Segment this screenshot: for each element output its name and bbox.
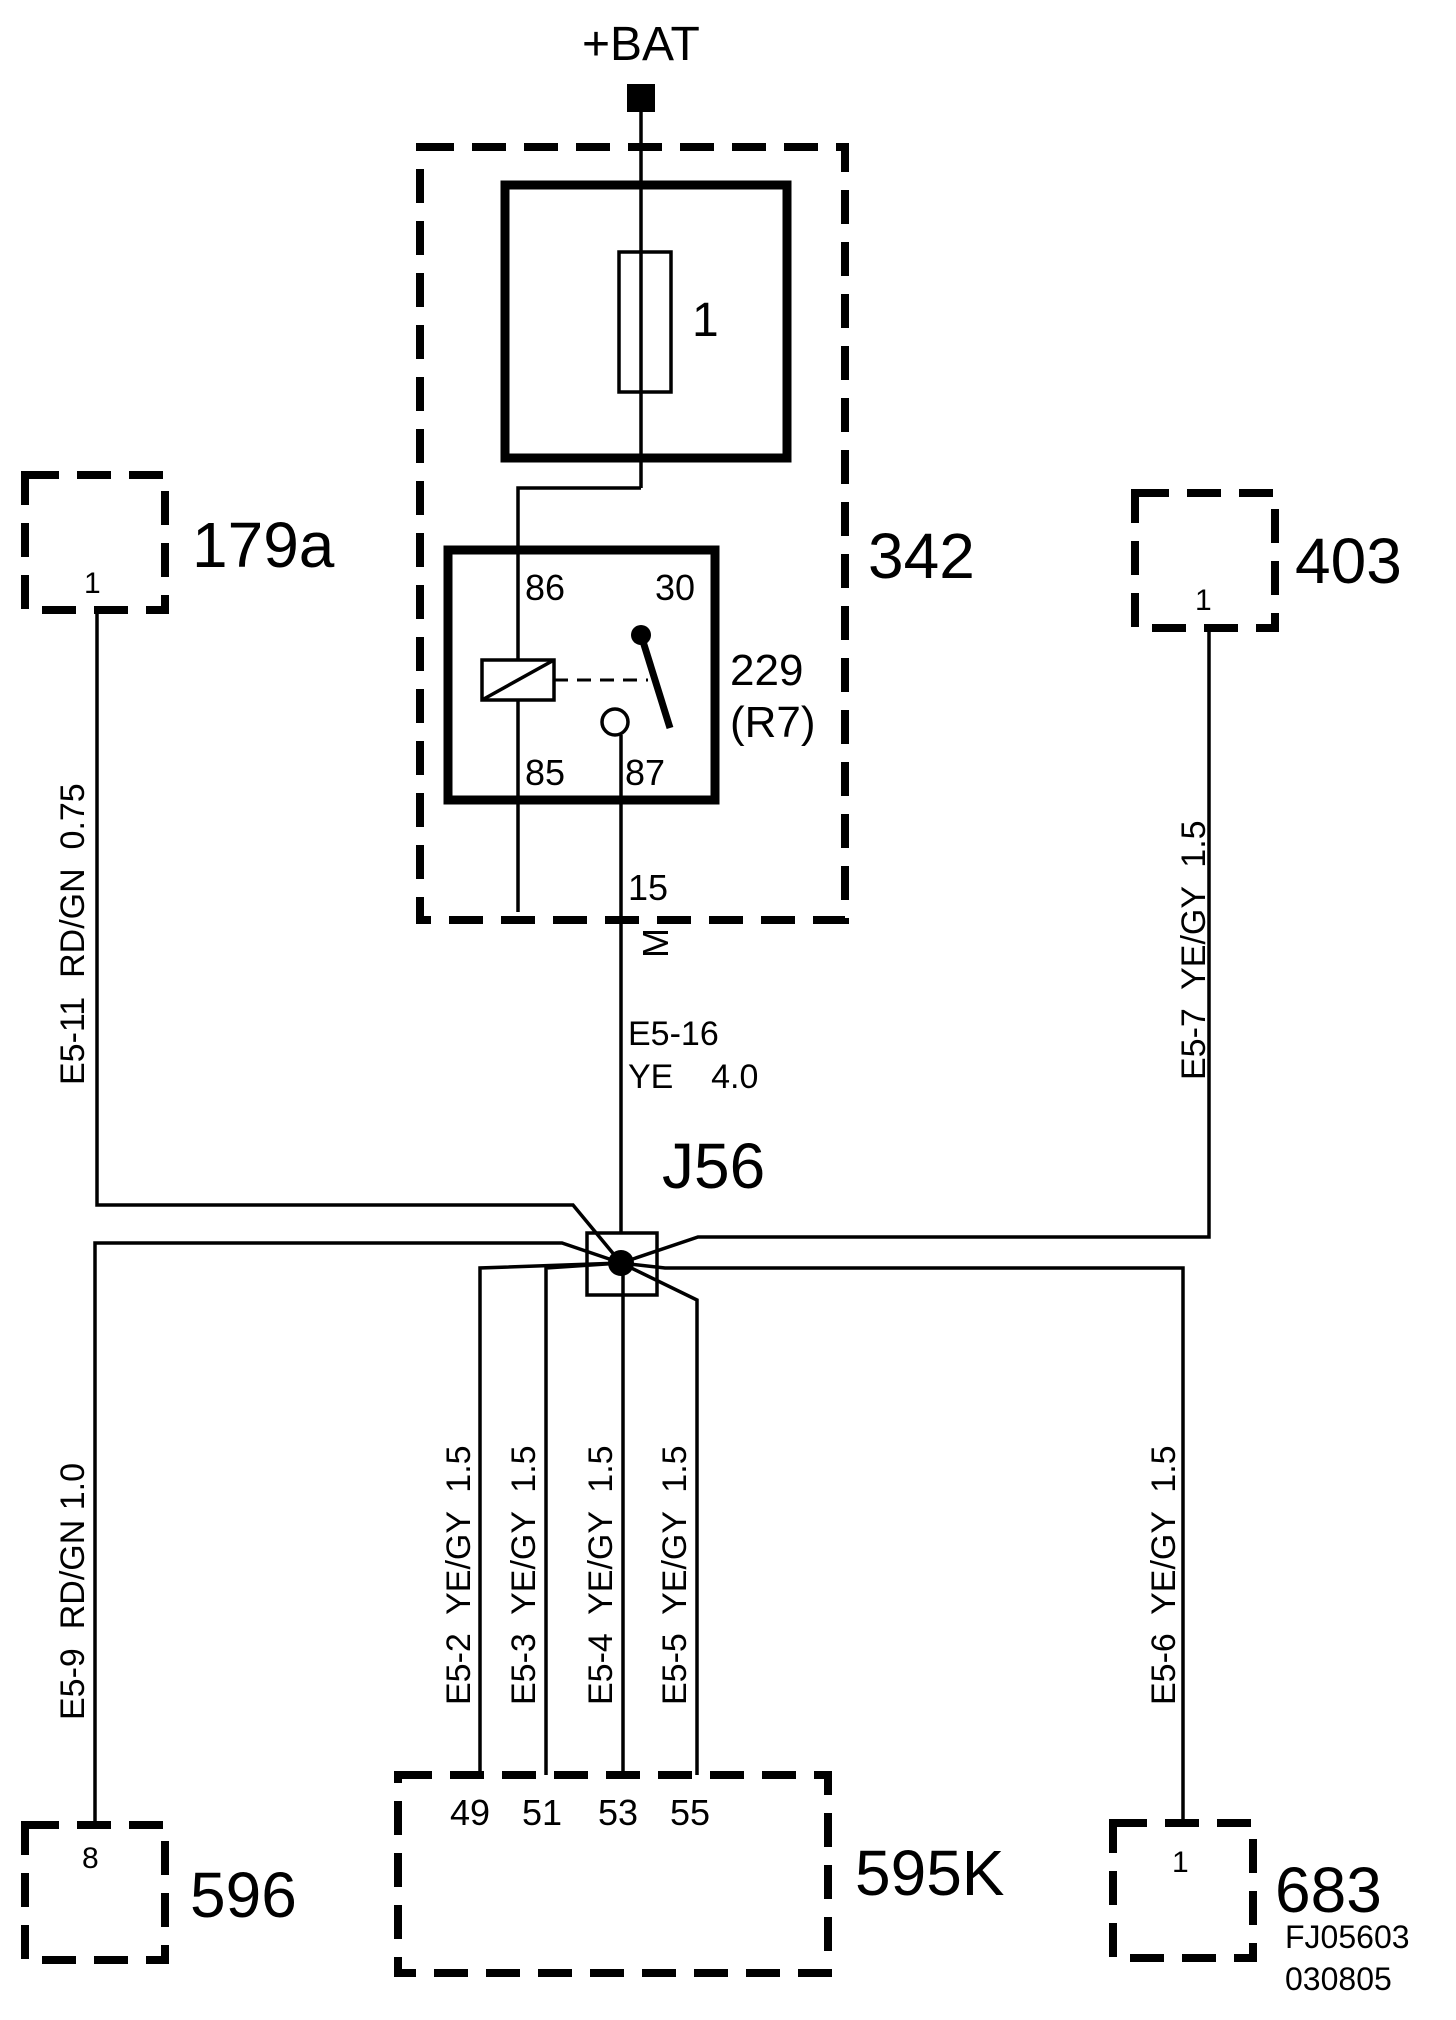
component-342-label: 342: [868, 520, 975, 592]
component-179a-label: 179a: [192, 509, 335, 581]
component-596-label: 596: [190, 1859, 297, 1931]
wire-e5-9-label: E5-9 RD/GN 1.0: [54, 1463, 92, 1720]
relay-229-box: [443, 545, 720, 805]
relay-pin-85: 85: [525, 752, 565, 793]
bat-terminal: [627, 84, 655, 112]
component-342-outline: [416, 143, 849, 924]
component-683-outline: [1109, 1819, 1257, 1962]
drawing-code: FJ05603: [1285, 1919, 1410, 1955]
component-595k-pin-55: 55: [670, 1792, 710, 1833]
wire-e5-16-spec: YE 4.0: [628, 1058, 758, 1096]
relay-id: 229: [730, 646, 803, 695]
component-179a-outline: [21, 471, 169, 614]
component-595k-label: 595K: [855, 1837, 1004, 1909]
wire-e5-6-label: E5-6 YE/GY 1.5: [1145, 1445, 1183, 1705]
relay-pin-86: 86: [525, 567, 565, 608]
component-595k-pin-53: 53: [598, 1792, 638, 1833]
component-596-pin: 8: [82, 1842, 99, 1875]
component-595k-pin-49: 49: [450, 1792, 490, 1833]
contact-87-terminal: [600, 707, 630, 737]
component-403-pin: 1: [1195, 584, 1212, 617]
fuse-box: [500, 180, 792, 463]
wire-e5-2-label: E5-2 YE/GY 1.5: [440, 1445, 478, 1705]
wire-e5-5-line: [620, 1261, 699, 1775]
component-595k-outline: [394, 1771, 832, 1977]
wire-e5-3-line: [544, 1261, 622, 1775]
relay-pin-87: 87: [625, 752, 665, 793]
component-595k-pin-51: 51: [522, 1792, 562, 1833]
wire-e5-7-label: E5-7 YE/GY 1.5: [1175, 820, 1213, 1080]
component-683-label: 683: [1275, 1854, 1382, 1926]
terminal-code: M: [635, 928, 676, 958]
wire-e5-9-line: [93, 1241, 622, 1825]
component-403-outline: [1131, 489, 1279, 632]
wire-e5-16-pin: E5-16: [628, 1015, 719, 1053]
wire-e5-11-line: [95, 612, 623, 1265]
wire-e5-5-label: E5-5 YE/GY 1.5: [656, 1445, 694, 1705]
switch-contact: [637, 633, 674, 730]
drawing-date: 030805: [1285, 1961, 1392, 1997]
relay-ref: (R7): [730, 698, 816, 747]
relay-pin-30: 30: [655, 567, 695, 608]
relay-86-feed: [516, 486, 641, 555]
fuse-number: 1: [692, 294, 719, 347]
wire-e5-6-line: [620, 1261, 1185, 1823]
component-403-label: 403: [1295, 525, 1402, 597]
wire-e5-7-line: [620, 630, 1211, 1265]
terminal-15: 15: [628, 867, 668, 908]
relay-coil-slash: [481, 658, 555, 702]
splice-label: J56: [662, 1130, 765, 1202]
fuse-element: [617, 250, 673, 394]
component-683-pin: 1: [1172, 1846, 1189, 1879]
wire-e5-3-label: E5-3 YE/GY 1.5: [505, 1445, 543, 1705]
wire-e5-11-label: E5-11 RD/GN 0.75: [54, 783, 92, 1085]
wire-e5-4-label: E5-4 YE/GY 1.5: [582, 1445, 620, 1705]
bat-label: +BAT: [582, 18, 700, 71]
component-179a-pin: 1: [84, 567, 101, 600]
